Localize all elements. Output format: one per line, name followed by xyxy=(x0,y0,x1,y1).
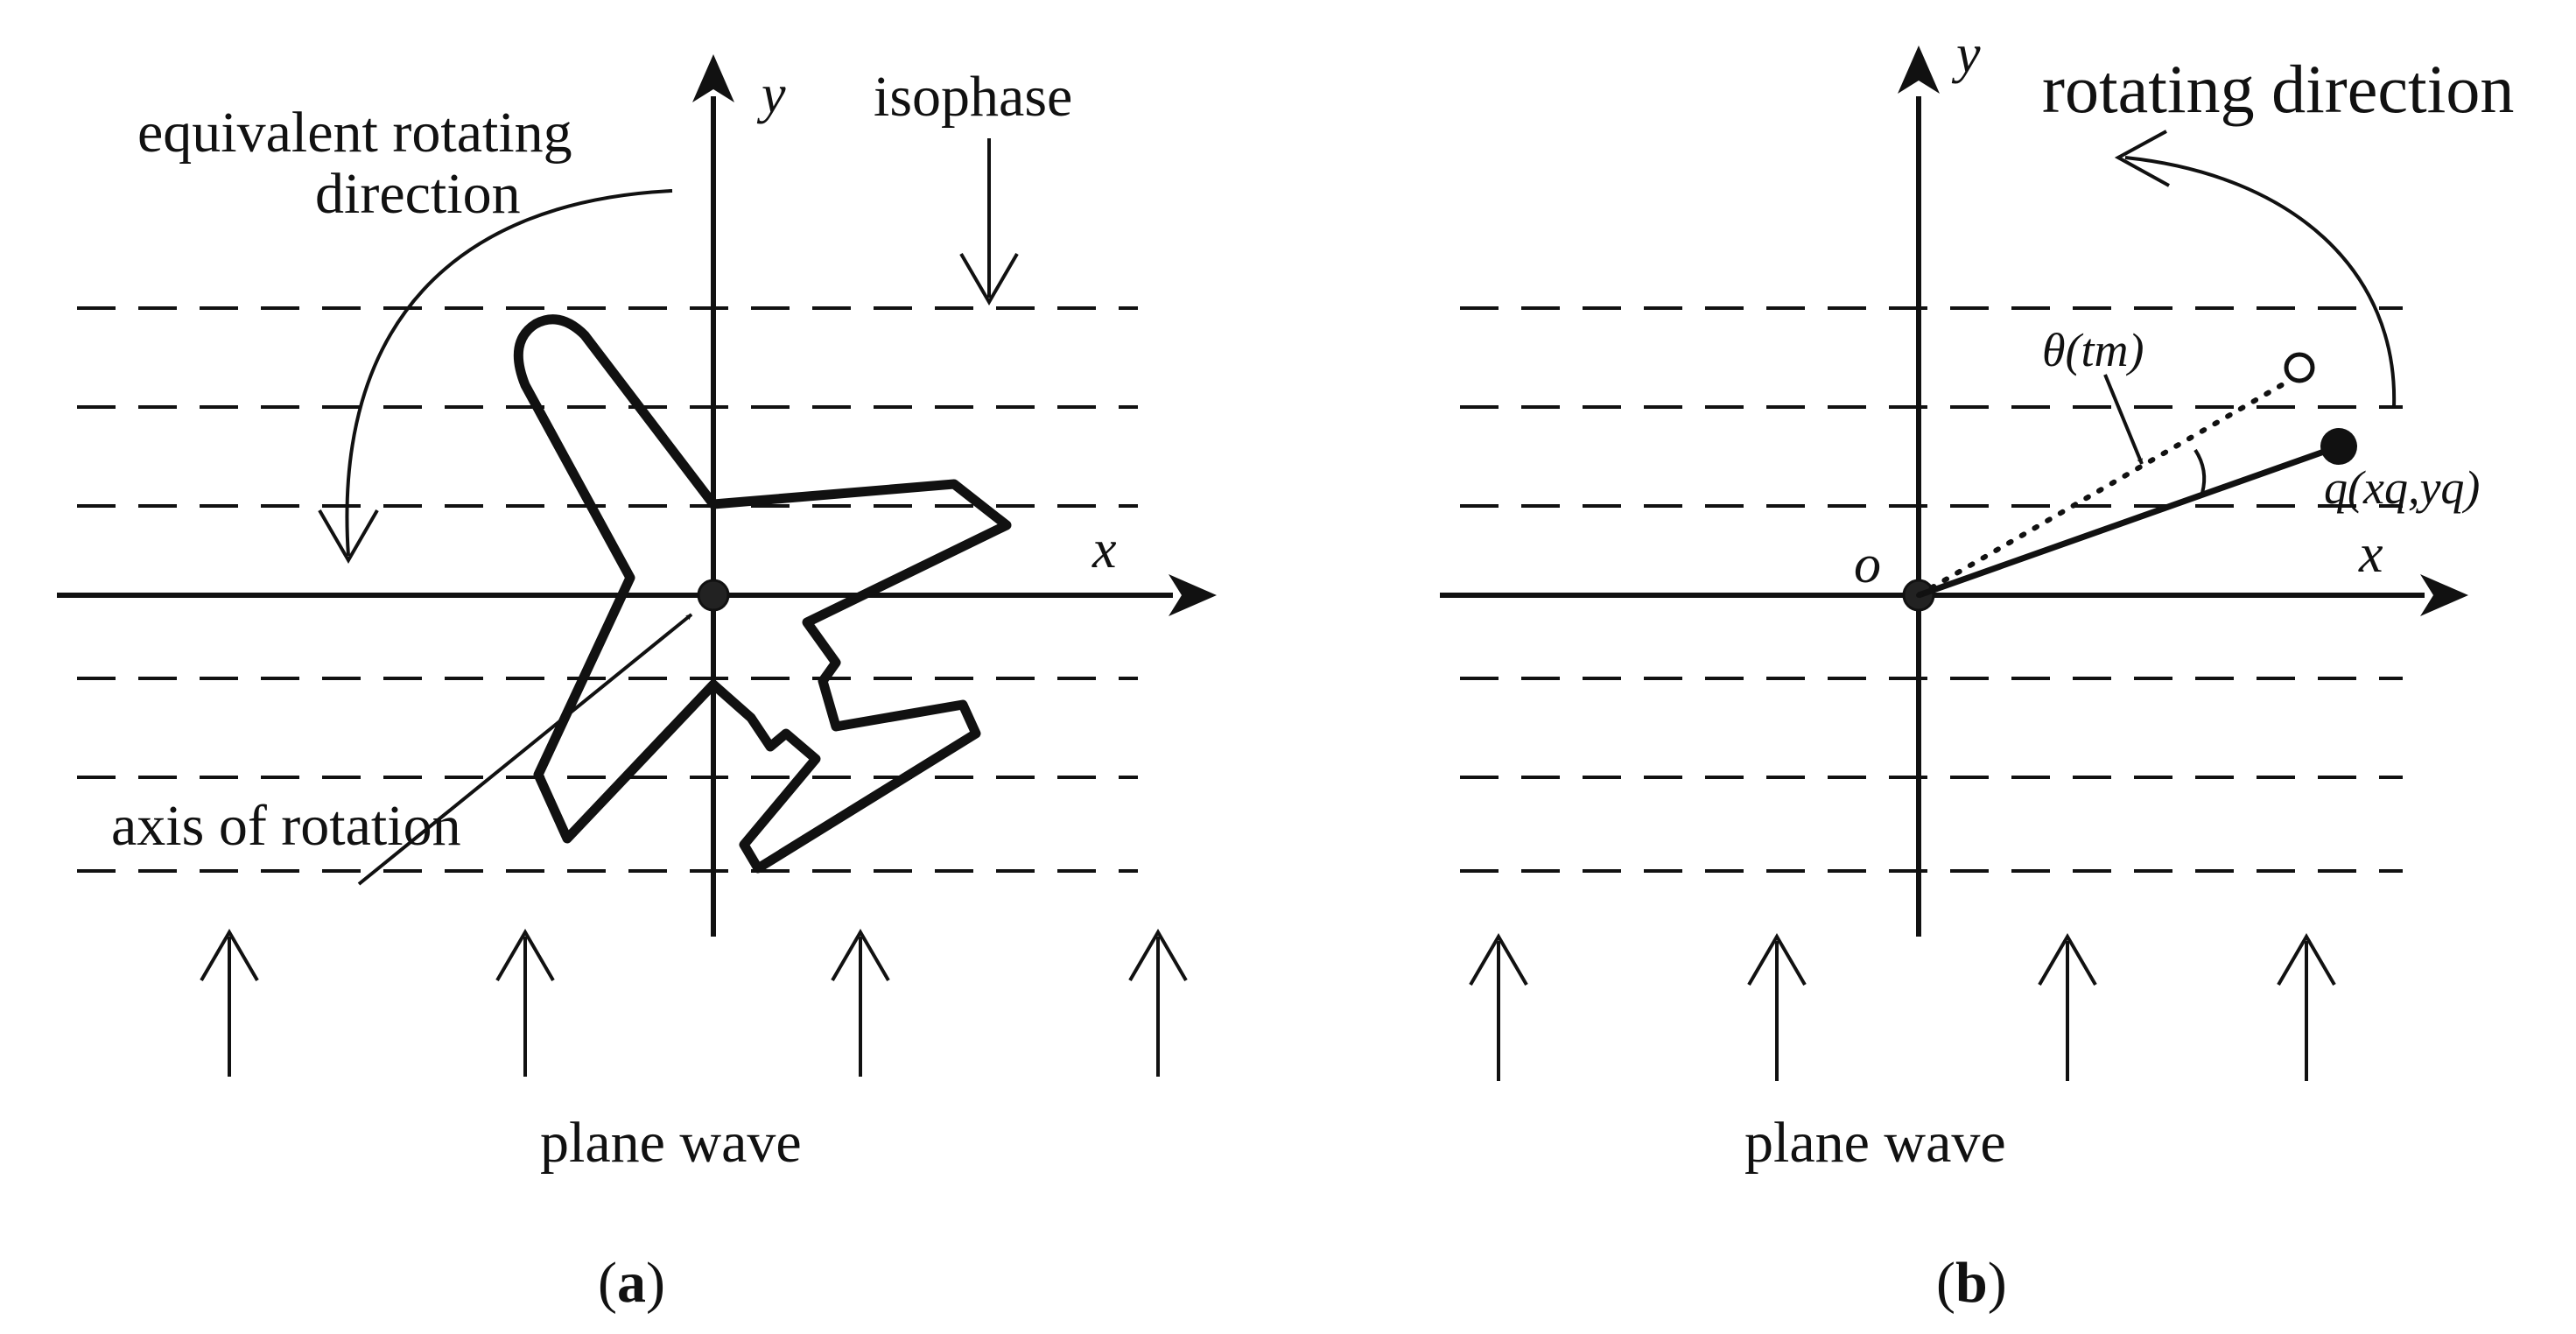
previous-position-circle xyxy=(2284,352,2315,383)
axis-of-rotation-pointer xyxy=(357,613,693,886)
caption-b: (b) xyxy=(1936,1251,2007,1315)
theta-pointer xyxy=(2103,374,2144,465)
origin-label: o xyxy=(1854,535,1881,594)
airplane-outline xyxy=(513,314,1012,874)
plane-wave-arrows-a xyxy=(200,929,1188,1077)
caption-a: (a) xyxy=(598,1251,665,1315)
isophase-lines-b xyxy=(1460,306,2403,873)
theta-arc xyxy=(2193,448,2207,494)
rotating-direction-label: rotating direction xyxy=(2042,51,2514,127)
isophase-arrow xyxy=(959,138,1019,305)
y-axis-label-a: y xyxy=(756,65,786,124)
x-axis-label-b: x xyxy=(2358,524,2383,584)
panel-a: x y isophase equivalent rotating directi… xyxy=(57,54,1217,1315)
y-axis-a xyxy=(692,54,734,937)
rotating-direction-arrow xyxy=(2114,130,2397,408)
isophase-label: isophase xyxy=(874,65,1072,129)
y-axis-b xyxy=(1898,46,1940,937)
segment-to-q xyxy=(1917,443,2341,599)
dotted-previous-line xyxy=(1916,381,2287,598)
x-axis-a xyxy=(57,574,1217,616)
equivalent-rotation-arrow xyxy=(318,189,673,564)
point-q-dot xyxy=(2320,428,2357,465)
plane-wave-label-a: plane wave xyxy=(540,1111,802,1175)
panel-b: x y o θ(tm) q(xq,yq) rotating direction xyxy=(1440,25,2514,1315)
plane-wave-arrows-b xyxy=(1469,933,2336,1081)
equivalent-rotating-label-line1: equivalent rotating xyxy=(137,101,572,165)
rotation-axis-dot xyxy=(697,579,730,612)
point-q-label: q(xq,yq) xyxy=(2324,461,2480,514)
equivalent-rotating-label-line2: direction xyxy=(315,162,521,226)
theta-label: θ(tm) xyxy=(2042,324,2144,376)
plane-wave-label-b: plane wave xyxy=(1744,1111,2006,1175)
isophase-lines-a xyxy=(77,306,1138,873)
axis-of-rotation-label: axis of rotation xyxy=(111,794,461,858)
x-axis-label-a: x xyxy=(1091,520,1117,579)
y-axis-label-b: y xyxy=(1951,25,1981,84)
